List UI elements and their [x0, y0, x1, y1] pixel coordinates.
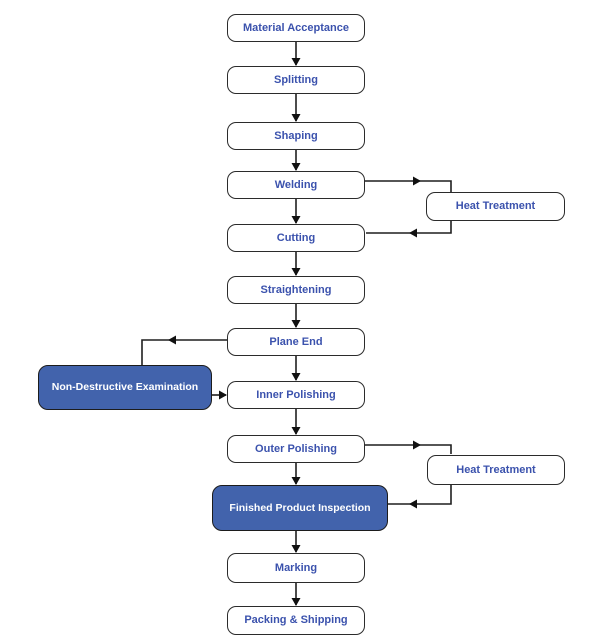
arrowhead-down-icon	[291, 598, 301, 606]
arrowhead-left-icon	[409, 499, 417, 509]
edge-plane-end-to-nde	[141, 339, 227, 365]
node-non-destructive-examination: Non-Destructive Examination	[38, 365, 212, 410]
edge-heat-treatment-2-to-fpi	[388, 485, 452, 505]
node-inner-polishing: Inner Polishing	[227, 381, 365, 409]
node-heat-treatment-1: Heat Treatment	[426, 192, 565, 221]
node-shaping: Shaping	[227, 122, 365, 150]
node-outer-polishing: Outer Polishing	[227, 435, 365, 463]
node-heat-treatment-2: Heat Treatment	[427, 455, 565, 485]
arrowhead-down-icon	[291, 373, 301, 381]
arrowhead-down-icon	[291, 545, 301, 553]
arrowhead-left-icon	[168, 335, 176, 345]
node-finished-product-inspection: Finished Product Inspection	[212, 485, 388, 531]
arrowhead-down-icon	[291, 216, 301, 224]
arrowhead-right-icon	[219, 390, 227, 400]
arrowhead-down-icon	[291, 114, 301, 122]
edge-welding-to-heat-treatment-1	[365, 180, 452, 192]
arrowhead-down-icon	[291, 477, 301, 485]
node-packing-shipping: Packing & Shipping	[227, 606, 365, 635]
arrowhead-down-icon	[291, 58, 301, 66]
arrowhead-right-icon	[413, 176, 421, 186]
node-splitting: Splitting	[227, 66, 365, 94]
node-plane-end: Plane End	[227, 328, 365, 356]
arrowhead-down-icon	[291, 427, 301, 435]
arrowhead-right-icon	[413, 440, 421, 450]
arrowhead-down-icon	[291, 268, 301, 276]
edge-heat-treatment-1-to-cutting	[366, 221, 452, 234]
edge-outer-polishing-to-heat-treatment-2	[365, 444, 452, 454]
arrowhead-left-icon	[409, 228, 417, 238]
node-material-acceptance: Material Acceptance	[227, 14, 365, 42]
node-cutting: Cutting	[227, 224, 365, 252]
node-marking: Marking	[227, 553, 365, 583]
arrowhead-down-icon	[291, 163, 301, 171]
node-straightening: Straightening	[227, 276, 365, 304]
arrowhead-down-icon	[291, 320, 301, 328]
node-welding: Welding	[227, 171, 365, 199]
